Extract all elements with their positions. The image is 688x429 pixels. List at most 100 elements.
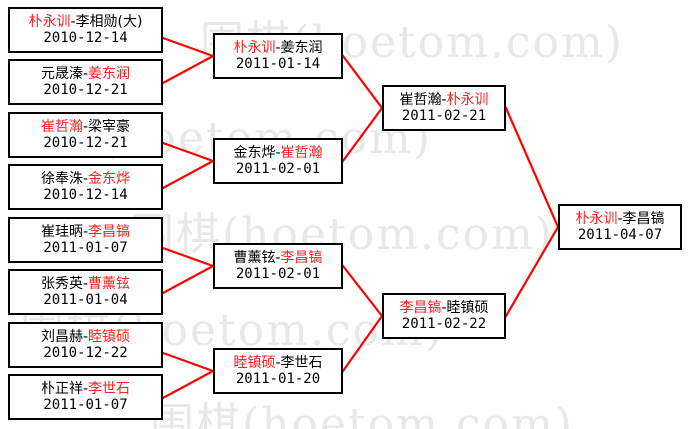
player-left: 元晟溱 [40, 65, 83, 82]
player-right: 曹薰铉 [88, 275, 131, 292]
connector-line [161, 246, 215, 268]
player-right: 梁宰豪 [88, 118, 131, 135]
player-left: 张秀英 [40, 275, 83, 292]
player-right: 李相勋(大) [75, 13, 143, 30]
player-right: 金东烨 [88, 170, 131, 187]
match-players: 元晟溱-姜东润 [40, 65, 131, 82]
match-date: 2010-12-22 [43, 344, 128, 361]
connector-line [341, 54, 384, 110]
match-date: 2011-02-22 [401, 315, 487, 332]
match-date: 2010-12-21 [43, 81, 128, 98]
match-players: 张秀英-曹薰铉 [40, 275, 131, 292]
player-separator: - [275, 39, 281, 56]
player-right: 姜东润 [88, 65, 131, 82]
match-date: 2011-01-04 [43, 291, 128, 308]
match-date: 2011-04-07 [577, 226, 663, 243]
match-date: 2011-01-20 [235, 370, 321, 387]
match-players: 徐奉洙-金东烨 [40, 170, 131, 187]
player-separator: - [275, 249, 281, 266]
player-left: 睦镇硕 [233, 354, 276, 371]
player-separator: - [617, 210, 623, 227]
match-players: 朴正祥-李世石 [40, 380, 130, 397]
player-right: 朴永训 [446, 91, 489, 108]
match-players: 李昌镐-睦镇硕 [399, 299, 489, 316]
player-left: 崔珪昞 [40, 223, 83, 240]
connector-line [161, 141, 215, 163]
connector-line [161, 54, 215, 85]
player-left: 刘昌赫 [40, 328, 83, 345]
match-date: 2011-01-07 [43, 239, 128, 256]
player-right: 李昌镐 [88, 223, 131, 240]
match-date: 2010-12-21 [43, 134, 128, 151]
player-left: 崔哲瀚 [399, 91, 442, 108]
connector-line [341, 106, 384, 163]
connector-line [341, 314, 384, 373]
watermark-text: 围棋(hoetom.com) [150, 399, 574, 429]
match-box[interactable]: 朴永训-李相勋(大)2010-12-14 [8, 7, 163, 53]
player-separator: - [441, 299, 447, 316]
player-left: 曹薰铉 [233, 249, 276, 266]
connector-line [161, 264, 215, 295]
connector-line [161, 36, 215, 58]
player-separator: - [82, 275, 89, 292]
match-players: 曹薰铉-李昌镐 [233, 249, 323, 266]
match-players: 金东烨-崔哲瀚 [233, 144, 323, 161]
player-separator: - [82, 170, 89, 187]
player-separator: - [82, 223, 89, 240]
connector-line [341, 264, 384, 318]
match-date: 2010-12-14 [43, 29, 128, 46]
player-right: 李昌镐 [280, 249, 323, 266]
player-right: 崔哲瀚 [280, 144, 323, 161]
player-left: 金东烨 [233, 144, 276, 161]
player-left: 朴永训 [575, 210, 618, 227]
connector-line [161, 351, 215, 373]
connector-line [504, 225, 560, 318]
player-left: 崔哲瀚 [40, 118, 83, 135]
match-date: 2011-02-01 [235, 160, 321, 177]
player-separator: - [82, 328, 89, 345]
match-players: 朴永训-姜东润 [233, 39, 323, 56]
player-right: 李昌镐 [622, 210, 665, 227]
connector-line [161, 159, 215, 190]
connector-line [504, 106, 560, 229]
player-left: 徐奉洙 [40, 170, 83, 187]
match-players: 崔哲瀚-朴永训 [399, 91, 489, 108]
player-separator: - [275, 144, 281, 161]
player-right: 睦镇硕 [88, 328, 131, 345]
match-players: 朴永训-李昌镐 [575, 210, 665, 227]
match-date: 2010-12-14 [43, 186, 128, 203]
player-separator: - [70, 13, 76, 30]
connector-line [161, 369, 215, 400]
player-separator: - [82, 65, 89, 82]
player-left: 朴正祥 [40, 380, 83, 397]
match-players: 崔珪昞-李昌镐 [40, 223, 131, 240]
match-date: 2011-01-14 [235, 55, 321, 72]
match-date: 2011-02-01 [235, 265, 321, 282]
player-right: 姜东润 [280, 39, 323, 56]
player-right: 睦镇硕 [446, 299, 489, 316]
match-players: 刘昌赫-睦镇硕 [40, 328, 131, 345]
player-separator: - [82, 118, 89, 135]
player-left: 李昌镐 [399, 299, 442, 316]
match-players: 崔哲瀚-梁宰豪 [40, 118, 131, 135]
match-players: 朴永训-李相勋(大) [29, 13, 143, 30]
player-right: 李世石 [280, 354, 323, 371]
match-players: 睦镇硕-李世石 [233, 354, 323, 371]
player-separator: - [441, 91, 447, 108]
player-separator: - [275, 354, 281, 371]
